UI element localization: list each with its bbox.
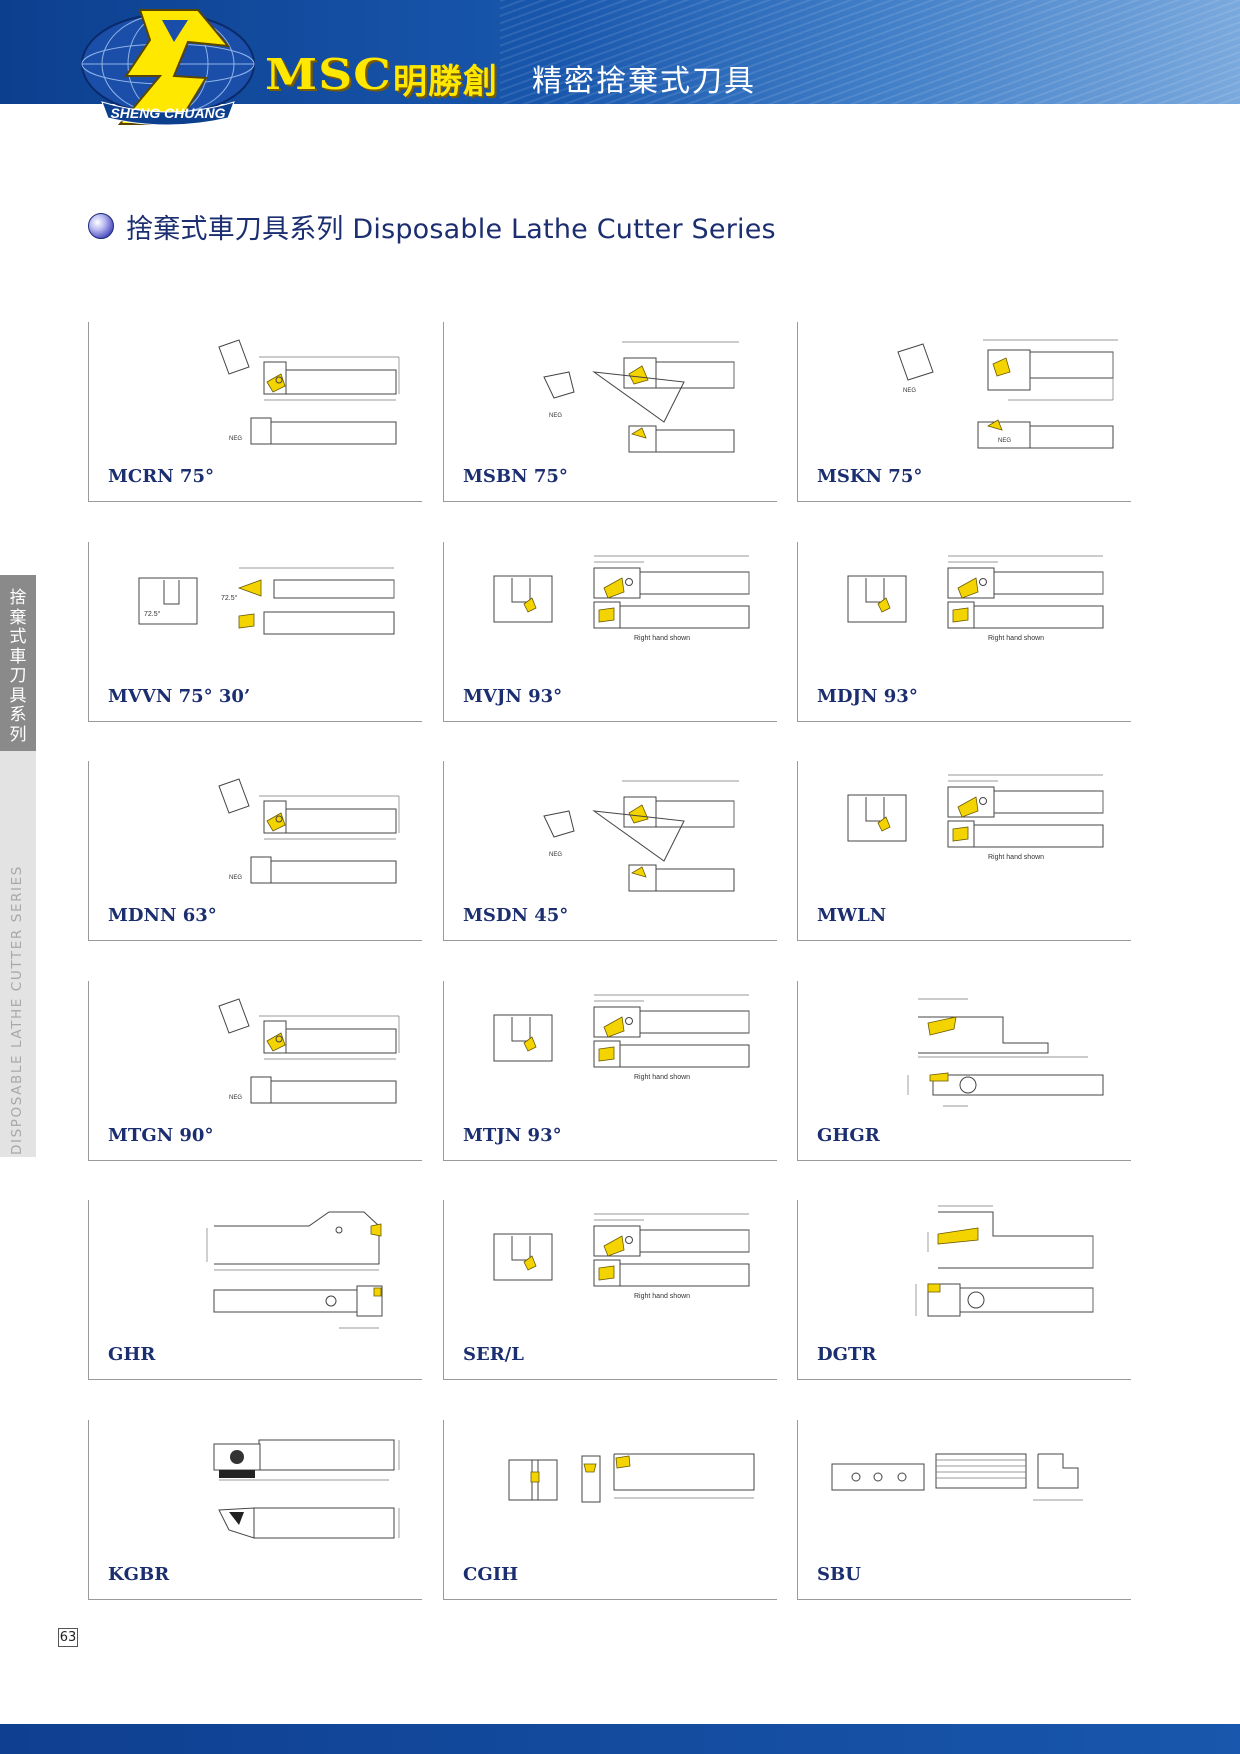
svg-text:Right hand shown: Right hand shown bbox=[634, 1074, 690, 1081]
svg-text:Right hand shown: Right hand shown bbox=[634, 635, 690, 642]
side-tab-chinese-text: 捨棄式車刀具系列 bbox=[0, 588, 36, 745]
svg-text:NEG: NEG bbox=[549, 852, 562, 858]
tool-diagram: NEG NEG bbox=[897, 339, 1118, 449]
tool-card: KGBR bbox=[88, 1420, 422, 1600]
tool-diagram: Right hand shown bbox=[493, 555, 750, 642]
logo-text: SHENG CHUANG bbox=[110, 105, 225, 121]
tool-label: KGBR bbox=[108, 1564, 170, 1585]
tool-card: NEG NEG MSKN 75° bbox=[797, 322, 1131, 502]
tool-label: MDJN 93° bbox=[817, 686, 918, 707]
tool-diagram bbox=[206, 1211, 383, 1329]
tool-diagram: NEG bbox=[218, 339, 400, 445]
sheng-chuang-logo: SHENG CHUANG bbox=[81, 9, 255, 126]
tool-diagram bbox=[213, 1439, 400, 1539]
tool-label: SER/L bbox=[463, 1344, 524, 1365]
side-tab-char: 捨 bbox=[9, 588, 27, 608]
header-stripes bbox=[500, 0, 1240, 104]
side-tab-english: DISPOSABLE LATHE CUTTER SERIES bbox=[9, 865, 25, 1155]
tool-diagram: Right hand shown bbox=[847, 555, 1104, 642]
tool-label: MSBN 75° bbox=[463, 466, 568, 487]
tool-card: NEG MTGN 90° bbox=[88, 981, 422, 1161]
side-tab-chinese: 捨棄式車刀具系列 bbox=[0, 575, 36, 751]
tool-label: MSDN 45° bbox=[463, 905, 569, 926]
tool-diagram: 72.5° 72.5° bbox=[138, 567, 395, 635]
tool-card: GHR bbox=[88, 1200, 422, 1380]
side-tab-char: 棄 bbox=[9, 607, 27, 628]
svg-text:NEG: NEG bbox=[998, 438, 1011, 444]
tool-label: MTJN 93° bbox=[463, 1125, 562, 1146]
bullet-icon bbox=[88, 213, 114, 239]
tool-diagram bbox=[915, 1205, 1094, 1317]
tool-card: SBU bbox=[797, 1420, 1131, 1600]
tool-label: MWLN bbox=[817, 905, 887, 926]
svg-text:Right hand shown: Right hand shown bbox=[634, 1293, 690, 1300]
svg-text:NEG: NEG bbox=[549, 413, 562, 419]
brand-chinese: 明勝創 bbox=[393, 62, 498, 102]
tool-diagram: NEG bbox=[218, 778, 400, 884]
tool-diagram bbox=[907, 998, 1104, 1107]
tool-card: NEG MSDN 45° bbox=[443, 761, 777, 941]
tool-card: NEG MDNN 63° bbox=[88, 761, 422, 941]
tool-label: MSKN 75° bbox=[817, 466, 923, 487]
tool-card: 72.5° 72.5° MVVN 75° 30’ bbox=[88, 542, 422, 722]
side-tab-char: 車 bbox=[9, 646, 27, 667]
tool-diagram bbox=[508, 1453, 755, 1503]
footer-band bbox=[0, 1724, 1240, 1754]
tool-diagram bbox=[831, 1453, 1083, 1501]
side-tab-char: 系 bbox=[9, 705, 27, 725]
tool-diagram: Right hand shown bbox=[493, 1213, 750, 1300]
side-tab-char: 刀 bbox=[9, 666, 27, 686]
svg-text:NEG: NEG bbox=[229, 875, 242, 881]
page-number: 63 bbox=[58, 1628, 78, 1647]
tool-label: CGIH bbox=[463, 1564, 519, 1585]
header-subtitle: 精密捨棄式刀具 bbox=[532, 64, 756, 99]
tool-label: MDNN 63° bbox=[108, 905, 217, 926]
tool-card: NEG MCRN 75° bbox=[88, 322, 422, 502]
tool-label: GHGR bbox=[817, 1125, 880, 1146]
tool-label: MCRN 75° bbox=[108, 466, 214, 487]
tool-diagram: Right hand shown bbox=[847, 774, 1104, 861]
tool-diagram: Right hand shown bbox=[493, 994, 750, 1081]
brand-latin: MSC bbox=[265, 50, 392, 99]
tool-card: NEG MSBN 75° bbox=[443, 322, 777, 502]
tool-card: GHGR bbox=[797, 981, 1131, 1161]
side-tab: 捨棄式車刀具系列 DISPOSABLE LATHE CUTTER SERIES bbox=[0, 575, 36, 1157]
tool-label: GHR bbox=[108, 1344, 156, 1365]
svg-text:NEG: NEG bbox=[903, 388, 916, 394]
svg-text:NEG: NEG bbox=[229, 436, 242, 442]
tool-diagram: NEG bbox=[543, 780, 739, 892]
tool-card: CGIH bbox=[443, 1420, 777, 1600]
tool-card: DGTR bbox=[797, 1200, 1131, 1380]
tool-label: MTGN 90° bbox=[108, 1125, 214, 1146]
svg-text:Right hand shown: Right hand shown bbox=[988, 854, 1044, 861]
section-title: 捨棄式車刀具系列 Disposable Lathe Cutter Series bbox=[126, 213, 776, 245]
svg-text:Right hand shown: Right hand shown bbox=[988, 635, 1044, 642]
side-tab-char: 式 bbox=[9, 627, 27, 647]
svg-text:72.5°: 72.5° bbox=[221, 594, 238, 602]
section-title-row: 捨棄式車刀具系列 Disposable Lathe Cutter Series bbox=[88, 208, 776, 245]
tool-diagram: NEG bbox=[543, 341, 739, 453]
tool-label: MVVN 75° 30’ bbox=[108, 686, 251, 707]
tool-diagram: NEG bbox=[218, 998, 400, 1104]
side-tab-char: 具 bbox=[9, 685, 27, 706]
tool-label: DGTR bbox=[817, 1344, 877, 1365]
tool-label: SBU bbox=[817, 1564, 861, 1585]
side-tab-char: 列 bbox=[9, 724, 27, 745]
tool-label: MVJN 93° bbox=[463, 686, 563, 707]
svg-text:NEG: NEG bbox=[229, 1095, 242, 1101]
svg-text:72.5°: 72.5° bbox=[144, 610, 161, 618]
